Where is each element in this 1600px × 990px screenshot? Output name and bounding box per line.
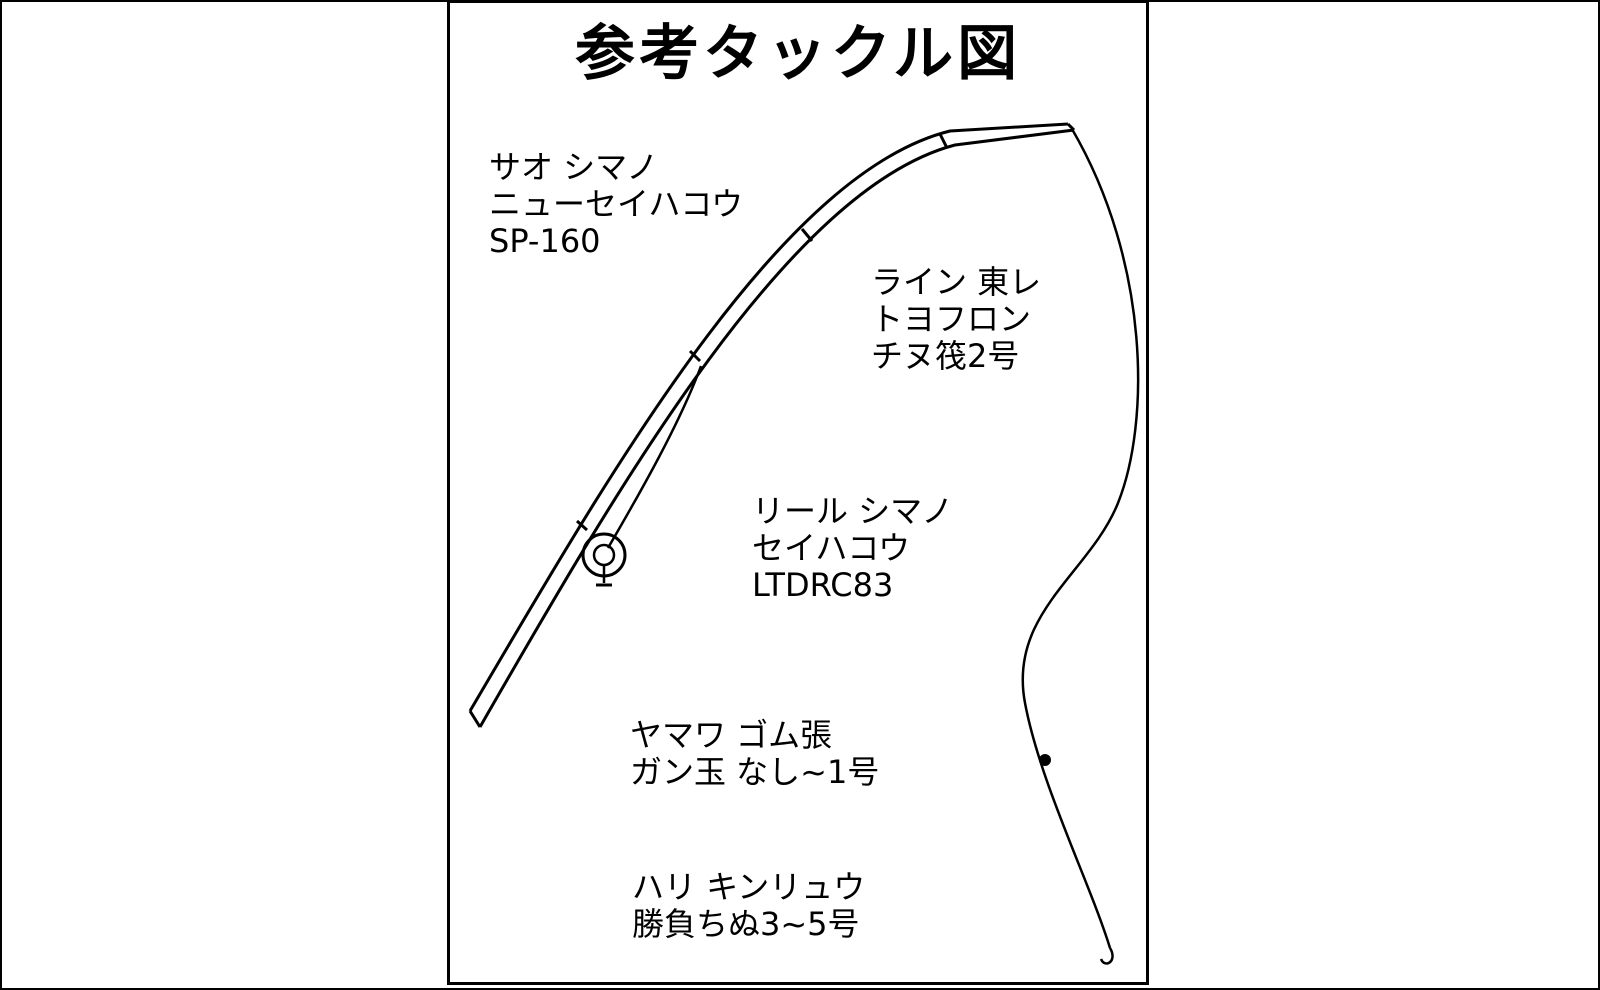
line-label: ライン 東レ トヨフロン チヌ筏2号 [871, 264, 1041, 375]
rod-label-line1: サオ シマノ [489, 148, 659, 186]
split-shot-weight [1039, 754, 1051, 766]
diagram-title: 参考タックル図 [574, 19, 1022, 89]
rod-outline-bottom [478, 128, 1075, 728]
rod-outline-top [468, 122, 1069, 712]
line-label-line2: トヨフロン [871, 300, 1032, 338]
rod-butt-end [468, 710, 482, 728]
hook-icon [1099, 947, 1114, 965]
rod-joint [575, 519, 589, 532]
reel-label-line2: セイハコウ [752, 529, 911, 567]
reel-icon [581, 532, 627, 587]
line-label-line1: ライン 東レ [871, 263, 1042, 301]
rod-label: サオ シマノ ニューセイハコウ SP-160 [489, 149, 743, 260]
float-weight-label: ヤマワ ゴム張 ガン玉 なし~1号 [630, 717, 879, 791]
tackle-illustration [468, 122, 1140, 965]
line-label-line3: チヌ筏2号 [871, 337, 1020, 375]
reel-label: リール シマノ セイハコウ LTDRC83 [752, 493, 953, 604]
rod-joint [800, 228, 814, 242]
rod-label-line3: SP-160 [489, 222, 601, 260]
reel-label-line3: LTDRC83 [752, 566, 894, 604]
reel-label-line1: リール シマノ [752, 492, 954, 530]
rod-joint [688, 349, 702, 363]
float-weight-label-line2: ガン玉 なし~1号 [630, 753, 880, 791]
hook-label-line2: 勝負ちぬ3~5号 [632, 905, 860, 943]
hook-label: ハリ キンリュウ 勝負ちぬ3~5号 [632, 869, 865, 943]
tackle-diagram: 参考タックル図 サオ シマノ ニューセイハコウ SP-160 ライン 東レ トヨ… [447, 0, 1149, 985]
hook-label-line1: ハリ キンリュウ [632, 868, 866, 906]
rod-label-line2: ニューセイハコウ [489, 185, 744, 223]
rod-joint [938, 133, 949, 149]
line-along-rod [606, 365, 703, 549]
float-weight-label-line1: ヤマワ ゴム張 [630, 716, 833, 754]
fishing-line [1021, 128, 1140, 949]
